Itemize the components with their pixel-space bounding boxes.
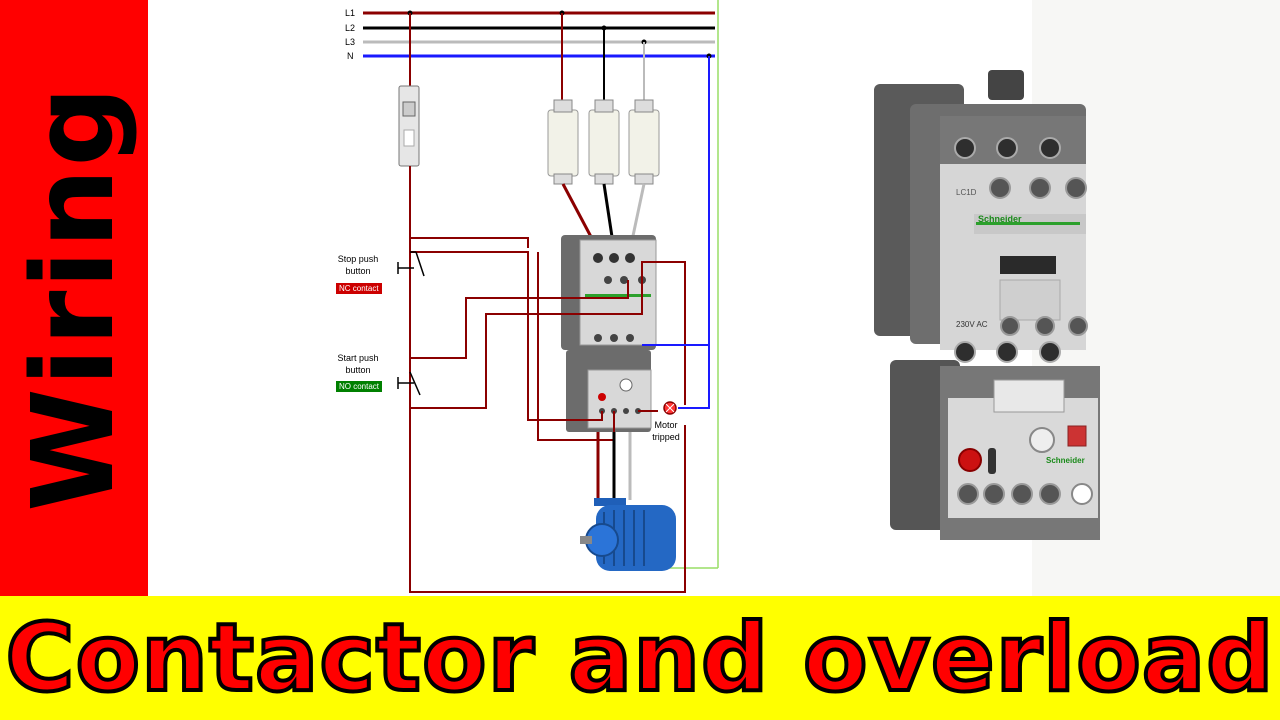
start-switch-symbol — [397, 371, 421, 396]
contactor-coil: 230V AC — [956, 320, 988, 329]
contactor-photo: Schneider LC1D 230V AC Schneider — [870, 70, 1110, 550]
bottom-banner: Contactor and overload — [0, 596, 1280, 720]
line-label-l1: L1 — [345, 8, 355, 18]
motor — [580, 498, 676, 571]
fuse-3 — [628, 42, 660, 185]
fuse-2 — [588, 28, 620, 185]
contactor-model: LC1D — [956, 188, 977, 197]
contactor-brand: Schneider — [978, 214, 1022, 224]
bottom-banner-title: Contactor and overload — [3, 602, 1275, 715]
relay-brand: Schneider — [1046, 456, 1085, 465]
control-breaker — [398, 85, 420, 167]
start-button-label: Start push button — [337, 353, 379, 375]
line-label-l2: L2 — [345, 23, 355, 33]
stop-button-label: Stop push button — [337, 254, 379, 276]
motor-tripped-label: Motor tripped — [652, 420, 680, 442]
overload-relay-diagram — [566, 350, 652, 432]
side-banner: Wiring — [0, 0, 148, 596]
side-banner-title: Wiring — [9, 84, 139, 512]
start-button-contact-tag: NO contact — [336, 381, 383, 392]
line-label-l3: L3 — [345, 37, 355, 47]
stop-button-contact-tag: NC contact — [336, 283, 382, 294]
line-label-n: N — [347, 51, 354, 61]
contactor-diagram — [561, 235, 657, 350]
stop-switch-symbol — [397, 251, 425, 277]
wiring-diagram: L1 L2 L3 N — [148, 0, 748, 596]
fuse-1 — [547, 13, 579, 185]
